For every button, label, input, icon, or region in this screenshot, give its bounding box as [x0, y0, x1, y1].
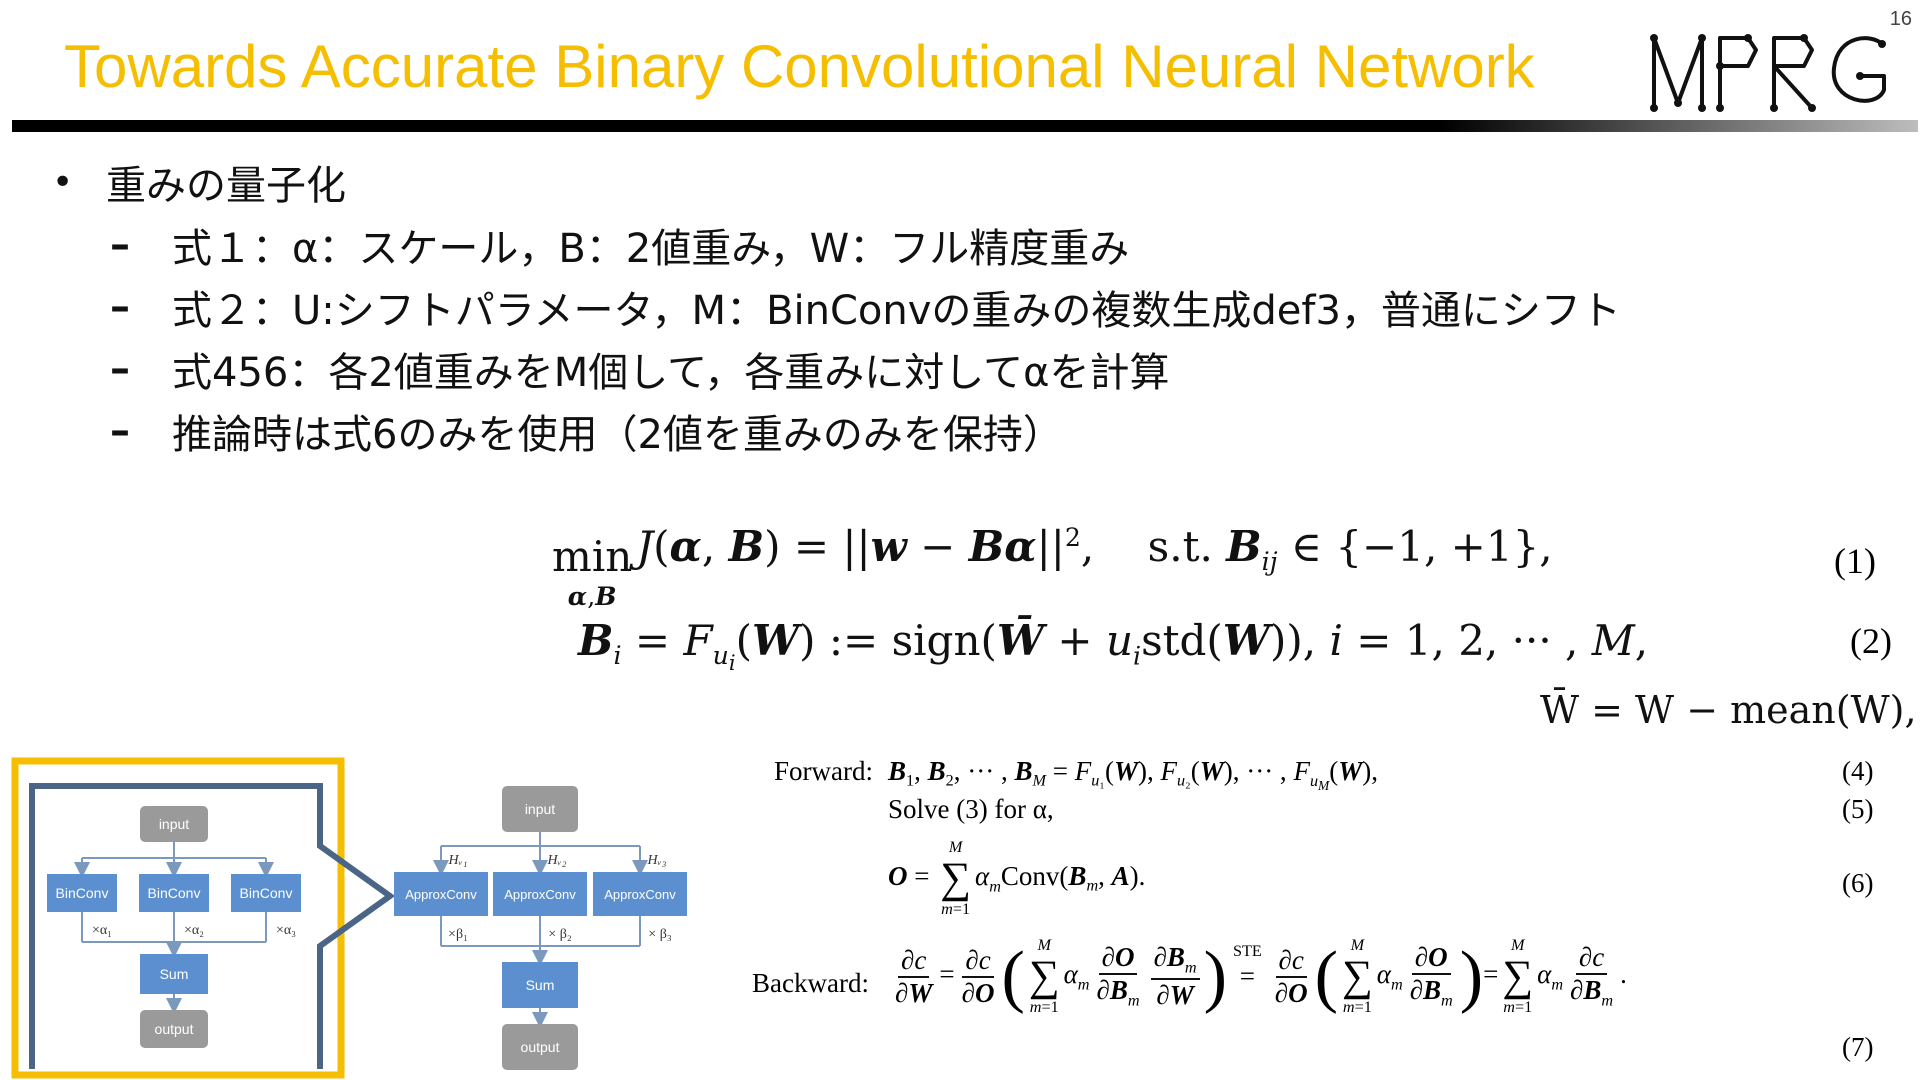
output-label: output	[155, 1021, 194, 1037]
bullet-sub: – 推論時は式6のみを使用（2値を重みのみを保持）	[48, 400, 1621, 462]
dash-icon: –	[110, 284, 130, 330]
equation-number: (1)	[1834, 541, 1876, 581]
binconv-label: BinConv	[240, 885, 293, 901]
approxconv-label: ApproxConv	[604, 887, 676, 902]
bullet-sub-text: 推論時は式6のみを使用（2値を重みのみを保持）	[172, 412, 1063, 458]
ste-label: STE	[1233, 942, 1262, 961]
h-label: Hᵥ₁	[448, 853, 468, 868]
zoom-connector	[29, 783, 396, 1069]
approxconv-node	[493, 872, 587, 916]
bullet-sub-text: 式２：U:シフトパラメータ，M：BinConvの重みの複数生成def3，普通にシ…	[172, 288, 1621, 334]
bullet-dot-icon: •	[52, 161, 74, 203]
equation-number: (2)	[1850, 621, 1892, 661]
equation-number: (6)	[1842, 868, 1874, 898]
sum-label: Sum	[526, 977, 555, 993]
bullet-sub-text: 式456：各2値重みをM個して，各重みに対してαを計算	[172, 350, 1170, 396]
equation-5: Solve (3) for α,	[888, 794, 1054, 824]
equation-2: Bi = Fui(W) := sign(W̄ + uistd(W)), i = …	[578, 616, 1649, 675]
scale-label: ×β₁	[448, 927, 468, 942]
bullet-list: • 重みの量子化 – 式１：α：スケール，B：2値重み，W：フル精度重み – 式…	[48, 150, 1621, 462]
approxconv-node	[394, 872, 488, 916]
h-label: Hᵥ₃	[647, 853, 667, 868]
bullet-main: • 重みの量子化	[48, 150, 1621, 214]
equation-number: (7)	[1842, 1032, 1874, 1062]
equation-number: (4)	[1842, 756, 1874, 786]
architecture-diagram: input BinConv BinConv BinConv ×α₁ ×α₂ ×α…	[11, 757, 687, 1079]
binconv-node	[231, 874, 301, 912]
highlight-frame	[11, 757, 345, 1079]
bullet-sub: – 式２：U:シフトパラメータ，M：BinConvの重みの複数生成def3，普通…	[48, 276, 1621, 338]
sum-node	[502, 962, 578, 1008]
dash-icon: –	[110, 222, 130, 268]
bullet-sub: – 式456：各2値重みをM個して，各重みに対してαを計算	[48, 338, 1621, 400]
approxconv-label: ApproxConv	[504, 887, 576, 902]
slide-title: Towards Accurate Binary Convolutional Ne…	[64, 33, 1535, 100]
bullet-sub: – 式１：α：スケール，B：2値重み，W：フル精度重み	[48, 214, 1621, 276]
mprg-logo	[1650, 34, 1886, 112]
equation-number: (5)	[1842, 794, 1874, 824]
dash-icon: –	[110, 346, 130, 392]
binconv-node	[47, 874, 117, 912]
equation-4: B1, B2, ··· , BM = Fu₁(W), Fu₂(W), ··· ,…	[888, 756, 1379, 793]
input-label: input	[525, 801, 555, 817]
input-node	[502, 786, 578, 832]
sum-node	[140, 954, 208, 994]
h-label: Hᵥ₂	[547, 853, 567, 868]
scale-label: ×α₃	[276, 923, 296, 938]
input-label: input	[159, 816, 189, 832]
bullet-sub-text: 式１：α：スケール，B：2値重み，W：フル精度重み	[172, 226, 1130, 272]
forward-label: Forward:	[774, 756, 873, 786]
input-node	[140, 806, 208, 842]
slide-number: 16	[1889, 8, 1912, 30]
output-label: output	[521, 1039, 560, 1055]
scale-label: × β₂	[548, 927, 572, 942]
bullet-main-text: 重みの量子化	[106, 163, 346, 209]
approxconv-label: ApproxConv	[405, 887, 477, 902]
equation-3: W̄ = W − mean(W),	[1540, 688, 1917, 732]
scale-label: × β₃	[648, 927, 672, 942]
dash-icon: –	[110, 408, 130, 454]
backward-label: Backward:	[752, 968, 869, 998]
sum-label: Sum	[160, 966, 189, 982]
output-node	[140, 1010, 208, 1048]
binconv-node	[139, 874, 209, 912]
title-divider	[12, 120, 1918, 132]
scale-label: ×α₂	[184, 923, 204, 938]
scale-label: ×α₁	[92, 923, 112, 938]
output-node	[502, 1024, 578, 1070]
binconv-label: BinConv	[56, 885, 109, 901]
approxconv-node	[593, 872, 687, 916]
binconv-label: BinConv	[148, 885, 201, 901]
